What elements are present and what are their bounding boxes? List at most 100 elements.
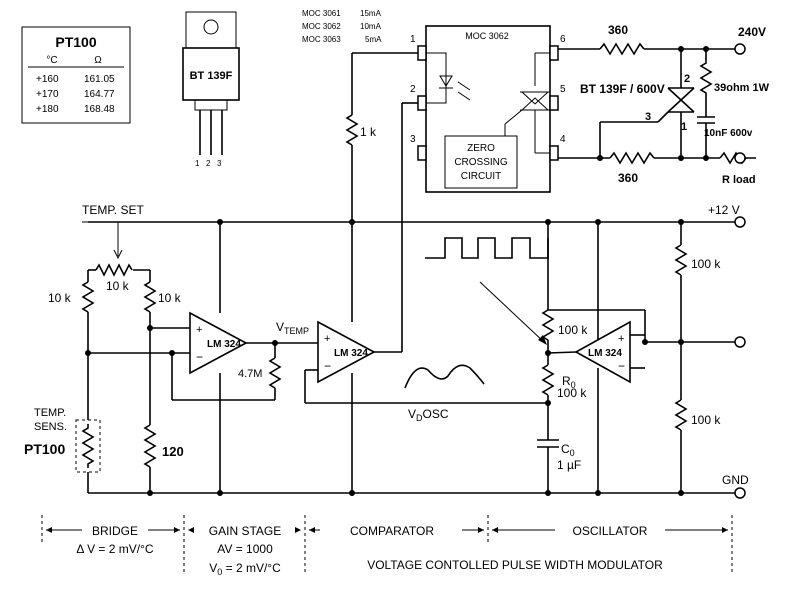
snubber-resistor	[699, 49, 713, 117]
bridge-resistor-left-label: 10 k	[48, 291, 72, 305]
pt100-row-1-ohm: 161.05	[84, 74, 115, 85]
opamp-gain-minus: −	[196, 350, 203, 364]
c0-value: 1 µF	[557, 458, 581, 472]
resistor-360-bottom-label: 360	[618, 171, 638, 185]
triac-package-drawing: BT 139F 1 2 3	[182, 11, 240, 168]
package-mount-hole	[203, 19, 219, 35]
c0-name: C0	[561, 442, 575, 458]
pt100-row-1-temp: +160	[36, 74, 59, 85]
optocoupler-part: MOC 3062	[465, 31, 509, 41]
power-stage: 360 240V BT 139F / 600V 2 3 1 39ohm 1W 1…	[558, 23, 770, 186]
gnd-terminal	[734, 487, 746, 499]
load-terminal	[734, 152, 746, 164]
r0-value: 100 k	[557, 386, 587, 400]
opto-led-symbol	[426, 52, 471, 104]
triangle-wave-sketch	[404, 364, 485, 389]
snubber-capacitor-label: 10nF 600v	[704, 128, 753, 139]
package-label: BT 139F	[190, 70, 233, 82]
section-gain-note-1: AV = 1000	[217, 542, 273, 556]
ref-terminal	[734, 336, 746, 348]
section-markers: BRIDGE Δ V = 2 mV/°C GAIN STAGE AV = 100…	[41, 515, 733, 577]
gain-stage: + − LM 324 4.7M VTEMP	[88, 222, 318, 493]
vcc-label: +12 V	[708, 203, 740, 217]
osc-resistor-top-label: 100 k	[558, 323, 588, 337]
opto-pin-3-label: 3	[410, 134, 416, 145]
section-gain: GAIN STAGE	[209, 524, 281, 538]
triac-pin-2: 2	[684, 73, 690, 85]
osc-resistor-top	[541, 309, 555, 341]
moc-variant-1-part: MOC 3061	[302, 9, 341, 18]
opto-pin-5-label: 5	[560, 84, 566, 95]
bridge-resistor-120	[143, 424, 157, 468]
sensor-label-1: TEMP.	[34, 407, 66, 419]
opto-pin-4-label: 4	[560, 134, 566, 145]
package-pin-3: 3	[217, 159, 222, 168]
gnd-label: GND	[722, 473, 749, 487]
osc-resistor-r0	[541, 364, 555, 396]
pt100-row-2-ohm: 164.77	[84, 89, 115, 100]
moc-variant-1-current: 15mA	[360, 9, 382, 18]
vcc-rail: +12 V	[88, 203, 746, 228]
section-bridge-note: Δ V = 2 mV/°C	[76, 542, 154, 556]
square-wave-sketch	[425, 237, 549, 259]
sensor-housing	[75, 419, 101, 473]
bridge-resistor-left	[81, 281, 95, 313]
moc-variant-3-current: 5mA	[365, 35, 382, 44]
pt100-unit-celsius: °C	[46, 55, 57, 66]
divider-resistor-bottom-label: 100 k	[691, 413, 721, 427]
resistor-360-top-label: 360	[608, 23, 628, 37]
divider-resistor-top-label: 100 k	[691, 257, 721, 271]
opamp-gain-plus: +	[196, 324, 202, 336]
opamp-comparator	[317, 320, 376, 384]
optocoupler: MOC 3062 1 2 3 6 5 4	[410, 25, 566, 193]
opto-pin-4-pad	[549, 145, 559, 161]
divider-resistor-top	[674, 244, 688, 276]
comparator-stage: + − LM 324 1 k	[304, 52, 548, 493]
divider-resistor-bottom	[674, 399, 688, 431]
section-gain-note-2: V0 = 2 mV/°C	[209, 561, 281, 577]
opto-pin-6-pad	[549, 45, 559, 61]
opamp-gain-label: LM 324	[207, 339, 241, 350]
resistor-360-top	[599, 42, 645, 56]
sensor-label-2: SENS.	[34, 421, 67, 433]
vtemp-label: VTEMP	[276, 320, 309, 336]
triac-pin-3: 3	[645, 111, 651, 123]
opamp-oscillator-minus: −	[618, 359, 625, 373]
opto-pin-2-label: 2	[410, 84, 416, 95]
mains-terminal	[734, 43, 746, 55]
load-label: R load	[722, 174, 756, 186]
moc-variant-2-current: 10mA	[360, 22, 382, 31]
bridge-section: TEMP. SET 10 k 10 k 10 k 120 TEMP. SENS.…	[24, 203, 184, 493]
zero-crossing-line-1: ZERO	[467, 143, 495, 154]
opamp-comparator-label: LM 324	[334, 348, 368, 359]
feedback-resistor-label: 4.7M	[238, 368, 262, 380]
pullup-resistor	[345, 114, 359, 146]
pt100-unit-ohm: Ω	[94, 55, 102, 66]
opamp-comparator-plus: +	[324, 333, 330, 345]
section-comparator: COMPARATOR	[350, 524, 434, 538]
pt100-sensor	[81, 424, 95, 468]
sensor-name: PT100	[24, 441, 65, 457]
opamp-comparator-minus: −	[324, 359, 331, 373]
temp-set-label: TEMP. SET	[82, 203, 144, 217]
package-tab	[185, 11, 237, 49]
opto-pin-5-pad	[549, 95, 559, 111]
load-resistor	[719, 151, 756, 165]
zero-crossing-line-2: CROSSING	[454, 157, 508, 168]
opamp-oscillator-label: LM 324	[588, 348, 622, 359]
pt100-table-border	[21, 26, 131, 124]
section-oscillator: OSCILLATOR	[573, 524, 648, 538]
oscillator-stage: 100 k R0 100 k C0 1 µF VDOSC + − LM 324 …	[408, 222, 746, 493]
mains-label: 240V	[738, 25, 766, 39]
snubber-resistor-label: 39ohm 1W	[714, 82, 770, 94]
zero-crossing-box	[444, 135, 518, 189]
opto-pin-1-pad	[417, 45, 427, 61]
r0-name: R0	[562, 374, 576, 390]
opto-pin-3-pad	[417, 145, 427, 161]
zero-crossing-line-3: CIRCUIT	[461, 171, 502, 182]
bridge-resistor-right-label: 10 k	[158, 291, 182, 305]
pt100-row-2-temp: +170	[36, 89, 59, 100]
potentiometer-label: 10 k	[106, 279, 130, 293]
opto-pin-1-label: 1	[410, 34, 416, 45]
